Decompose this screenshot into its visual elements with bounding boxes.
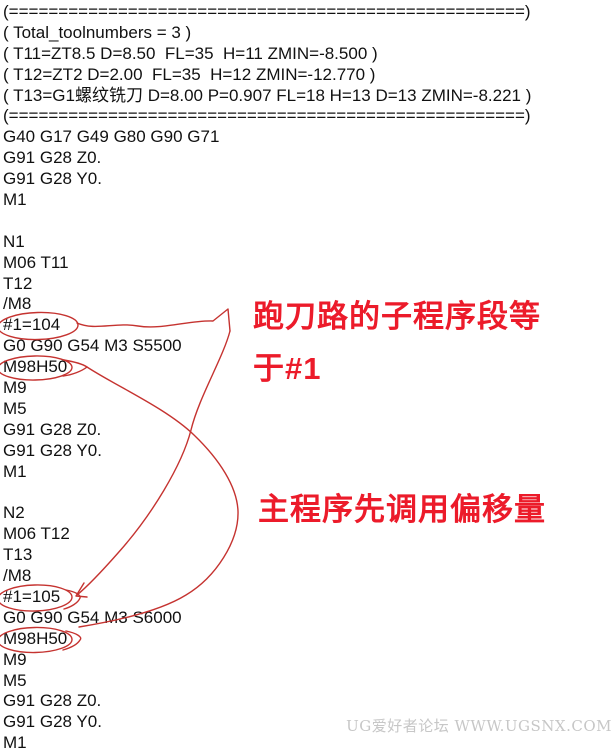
code-line: T13 — [3, 545, 33, 565]
code-line: N1 — [3, 231, 25, 251]
code-line: G91 G28 Y0. — [3, 712, 102, 732]
code-line: ( T11=ZT8.5 D=8.50 FL=35 H=11 ZMIN=-8.50… — [3, 43, 378, 63]
annotation-note2: 主程序先调用偏移量 — [258, 492, 546, 527]
code-line: M1 — [3, 733, 27, 753]
code-line: M98H50 — [3, 628, 68, 648]
annotation-note1-line2: 于#1 — [253, 351, 322, 386]
code-line: G91 G28 Y0. — [3, 440, 102, 460]
code-line: M5 — [3, 398, 27, 418]
code-line: M5 — [3, 670, 27, 690]
code-line: M1 — [3, 190, 27, 210]
annotation-note1-line1: 跑刀路的子程序段等 — [253, 299, 541, 334]
code-line: ( T13=G1螺纹铣刀 D=8.00 P=0.907 FL=18 H=13 D… — [3, 85, 532, 105]
code-line: M06 T11 — [3, 252, 69, 272]
code-line: G91 G28 Z0. — [3, 148, 102, 168]
code-line: M06 T12 — [3, 524, 70, 544]
code-line: M1 — [3, 461, 27, 481]
code-line: G91 G28 Y0. — [3, 169, 102, 189]
code-line: G40 G17 G49 G80 G90 G71 — [3, 127, 220, 147]
code-line: ( T12=ZT2 D=2.00 FL=35 H=12 ZMIN=-12.770… — [3, 64, 376, 84]
code-line: T12 — [3, 273, 33, 293]
code-line: ( Total_toolnumbers = 3 ) — [3, 22, 192, 42]
code-line: #1=105 — [3, 586, 61, 606]
code-line: M9 — [3, 649, 27, 669]
watermark: UG爱好者论坛 WWW.UGSNX.COM — [346, 717, 612, 735]
code-line: M9 — [3, 378, 27, 398]
code-line: /M8 — [3, 566, 32, 586]
code-line: G0 G90 G54 M3 S6000 — [3, 607, 182, 627]
code-line: G91 G28 Z0. — [3, 691, 102, 711]
code-line: G91 G28 Z0. — [3, 419, 102, 439]
code-line — [3, 211, 531, 232]
code-line: /M8 — [3, 294, 32, 314]
code-line: (=======================================… — [3, 106, 531, 126]
code-line: (=======================================… — [3, 2, 531, 21]
code-line: N2 — [3, 503, 25, 523]
